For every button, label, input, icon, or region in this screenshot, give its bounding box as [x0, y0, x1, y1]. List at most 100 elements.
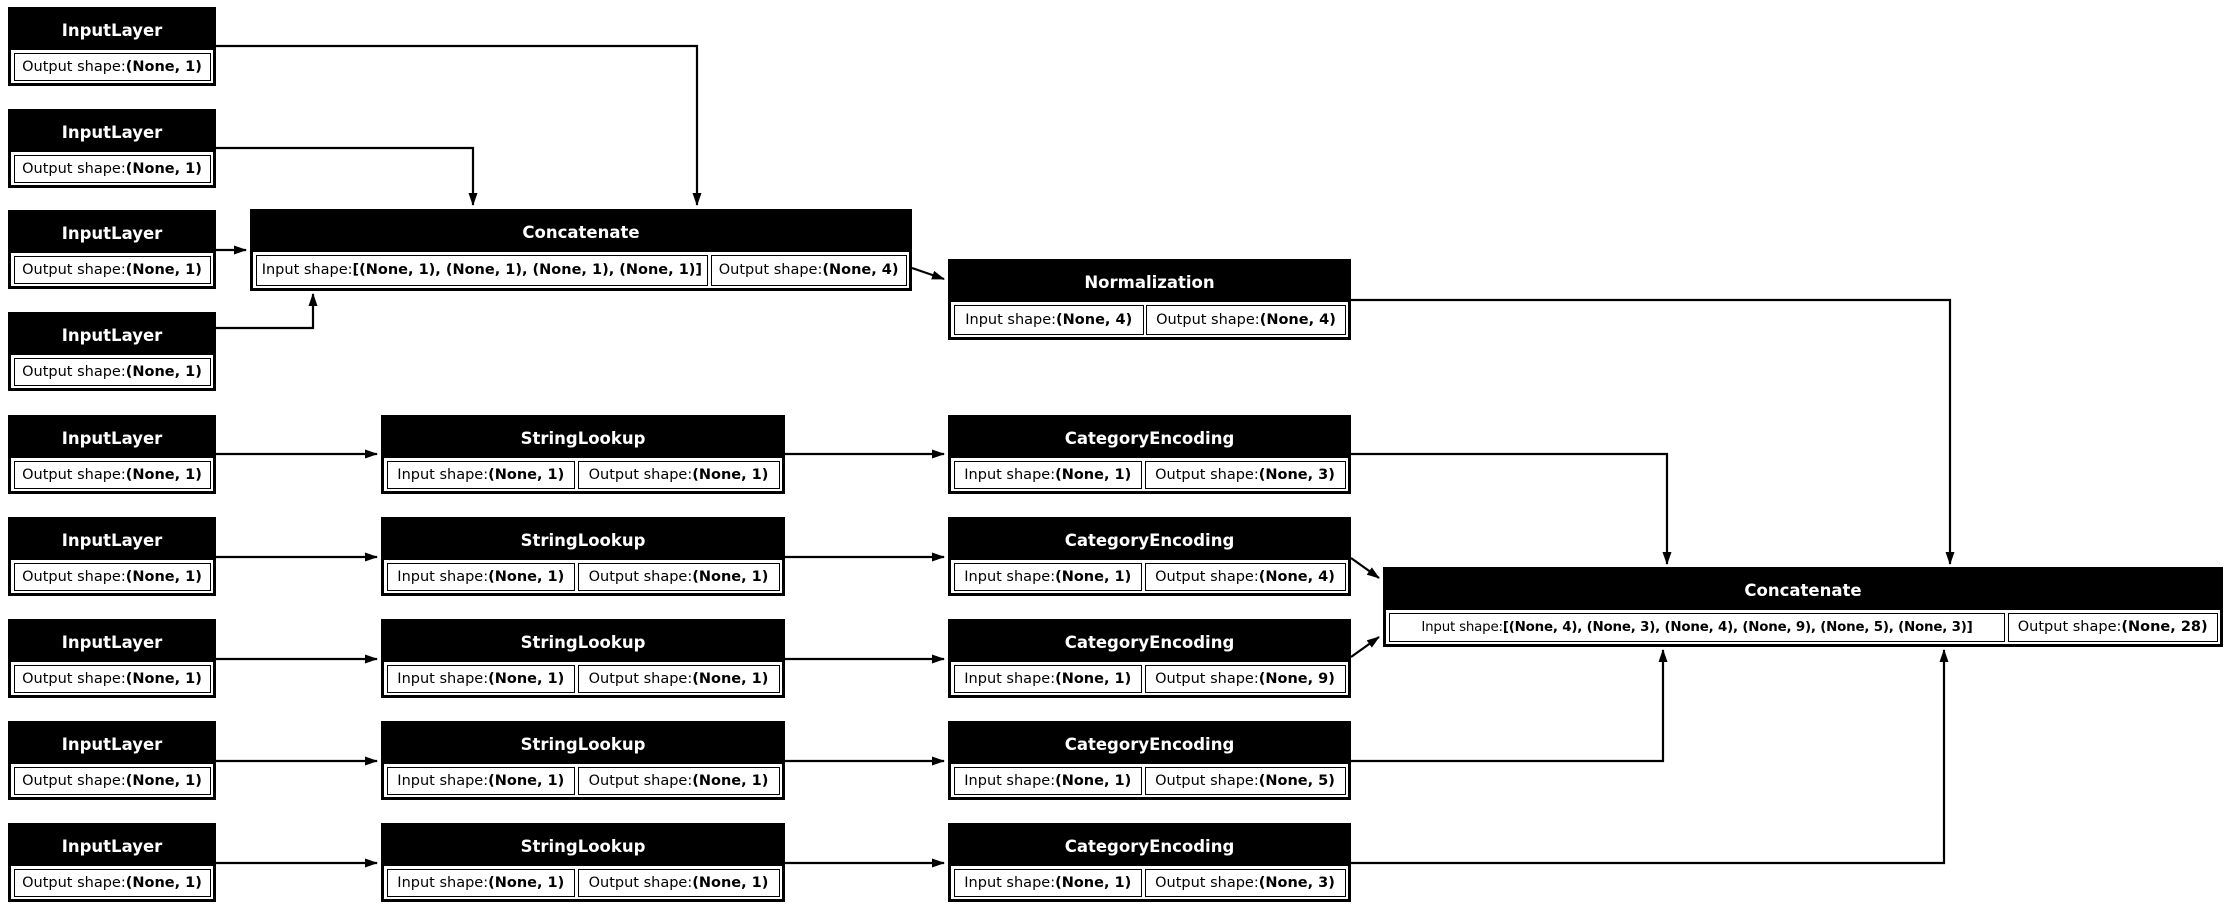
- shape-value: (None, 5): [1258, 772, 1335, 789]
- input-shape-cell: Input shape: (None, 1): [386, 460, 576, 489]
- shape-value: (None, 1): [692, 568, 769, 585]
- layer-type-label: Normalization: [1084, 272, 1215, 292]
- layer-type-label: CategoryEncoding: [1064, 734, 1235, 754]
- layer-type-header: InputLayer: [11, 10, 213, 50]
- edge-input-layer-2-to-concatenate-1: [216, 146, 478, 206]
- shape-label: Output shape:: [22, 670, 126, 687]
- shape-row: Input shape: (None, 1)Output shape: (Non…: [951, 458, 1348, 491]
- shape-value: (None, 1): [1055, 772, 1132, 789]
- layer-type-header: InputLayer: [11, 213, 213, 253]
- shape-label: Output shape:: [1156, 311, 1260, 328]
- input-shape-cell: Input shape: (None, 1): [953, 460, 1143, 489]
- shape-value: (None, 1): [488, 670, 565, 687]
- shape-value: (None, 1): [692, 874, 769, 891]
- output-shape-cell: Output shape: (None, 5): [1144, 766, 1346, 795]
- shape-label: Output shape:: [718, 262, 823, 278]
- layer-type-header: InputLayer: [11, 520, 213, 560]
- shape-label: Output shape:: [22, 363, 126, 380]
- shape-label: Output shape:: [588, 568, 693, 585]
- shape-row: Input shape: (None, 1)Output shape: (Non…: [384, 866, 782, 899]
- shape-label: Output shape:: [22, 261, 126, 278]
- shape-value: (None, 3): [1258, 874, 1335, 891]
- output-shape-cell: Output shape: (None, 1): [13, 562, 211, 591]
- shape-value: (None, 1): [488, 466, 565, 483]
- shape-row: Input shape: (None, 1)Output shape: (Non…: [951, 764, 1348, 797]
- layer-type-label: InputLayer: [61, 428, 163, 448]
- shape-value: (None, 1): [125, 874, 202, 891]
- layer-type-header: InputLayer: [11, 724, 213, 764]
- layer-type-header: StringLookup: [384, 418, 782, 458]
- shape-row: Output shape: (None, 1): [11, 560, 213, 593]
- input-shape-cell: Input shape: (None, 1): [386, 868, 576, 897]
- layer-type-header: InputLayer: [11, 418, 213, 458]
- edge-category-encoding-2-to-concatenate-2: [1350, 557, 1380, 579]
- shape-value: (None, 1): [1055, 568, 1132, 585]
- shape-row: Output shape: (None, 1): [11, 458, 213, 491]
- shape-row: Input shape: (None, 1)Output shape: (Non…: [951, 866, 1348, 899]
- shape-value: (None, 1): [1055, 670, 1132, 687]
- output-shape-cell: Output shape: (None, 4): [710, 254, 907, 286]
- output-shape-cell: Output shape: (None, 1): [13, 766, 211, 795]
- shape-row: Input shape: (None, 1)Output shape: (Non…: [951, 662, 1348, 695]
- input-shape-cell: Input shape: [(None, 4), (None, 3), (Non…: [1388, 612, 2006, 642]
- edge-concatenate-1-to-normalization-1: [911, 266, 945, 281]
- layer-type-label: InputLayer: [61, 325, 163, 345]
- output-shape-cell: Output shape: (None, 1): [13, 664, 211, 693]
- layer-type-label: InputLayer: [61, 734, 163, 754]
- shape-label: Output shape:: [22, 772, 126, 789]
- output-shape-cell: Output shape: (None, 1): [577, 766, 780, 795]
- layer-type-header: StringLookup: [384, 622, 782, 662]
- shape-label: Output shape:: [22, 874, 126, 891]
- shape-value: (None, 1): [125, 160, 202, 177]
- layer-type-header: CategoryEncoding: [951, 622, 1348, 662]
- layer-type-label: StringLookup: [520, 836, 646, 856]
- shape-row: Output shape: (None, 1): [11, 355, 213, 388]
- shape-row: Output shape: (None, 1): [11, 662, 213, 695]
- shape-label: Output shape:: [22, 58, 126, 75]
- input-shape-cell: Input shape: (None, 1): [386, 766, 576, 795]
- edge-input-layer-4-to-concatenate-1: [216, 293, 318, 330]
- output-shape-cell: Output shape: (None, 28): [2007, 612, 2218, 642]
- layer-type-header: StringLookup: [384, 724, 782, 764]
- layer-type-header: CategoryEncoding: [951, 826, 1348, 866]
- shape-row: Output shape: (None, 1): [11, 50, 213, 83]
- layer-type-label: CategoryEncoding: [1064, 428, 1235, 448]
- output-shape-cell: Output shape: (None, 1): [13, 357, 211, 386]
- output-shape-cell: Output shape: (None, 1): [577, 664, 780, 693]
- shape-value: (None, 1): [488, 874, 565, 891]
- layer-type-label: InputLayer: [61, 836, 163, 856]
- input-shape-cell: Input shape: (None, 1): [386, 562, 576, 591]
- layer-type-label: Concatenate: [522, 222, 640, 242]
- output-shape-cell: Output shape: (None, 3): [1144, 460, 1346, 489]
- shape-label: Output shape:: [1155, 670, 1259, 687]
- layer-type-header: CategoryEncoding: [951, 418, 1348, 458]
- layer-type-header: InputLayer: [11, 826, 213, 866]
- shape-value: (None, 1): [488, 772, 565, 789]
- shape-value: (None, 1): [125, 568, 202, 585]
- shape-value: (None, 3): [1258, 466, 1335, 483]
- shape-label: Output shape:: [1155, 568, 1259, 585]
- edge-input-layer-1-to-concatenate-1: [216, 44, 702, 206]
- edge-category-encoding-5-to-concatenate-2: [1351, 649, 1949, 865]
- shape-value: (None, 1): [1055, 466, 1132, 483]
- output-shape-cell: Output shape: (None, 9): [1144, 664, 1346, 693]
- layer-type-label: CategoryEncoding: [1064, 632, 1235, 652]
- input-shape-cell: Input shape: (None, 1): [953, 868, 1143, 897]
- layer-type-header: CategoryEncoding: [951, 520, 1348, 560]
- shape-label: Output shape:: [588, 772, 693, 789]
- shape-value: (None, 1): [125, 58, 202, 75]
- shape-label: Input shape:: [964, 568, 1056, 585]
- shape-row: Input shape: (None, 1)Output shape: (Non…: [951, 560, 1348, 593]
- edge-category-encoding-1-to-concatenate-2: [1351, 452, 1672, 565]
- layer-type-header: Concatenate: [1386, 570, 2220, 610]
- shape-row: Input shape: (None, 1) Output shape: (Non…: [384, 560, 782, 593]
- layer-type-header: Concatenate: [253, 212, 909, 252]
- shape-row: Input shape: [(None, 1), (None, 1), (Non…: [253, 252, 909, 288]
